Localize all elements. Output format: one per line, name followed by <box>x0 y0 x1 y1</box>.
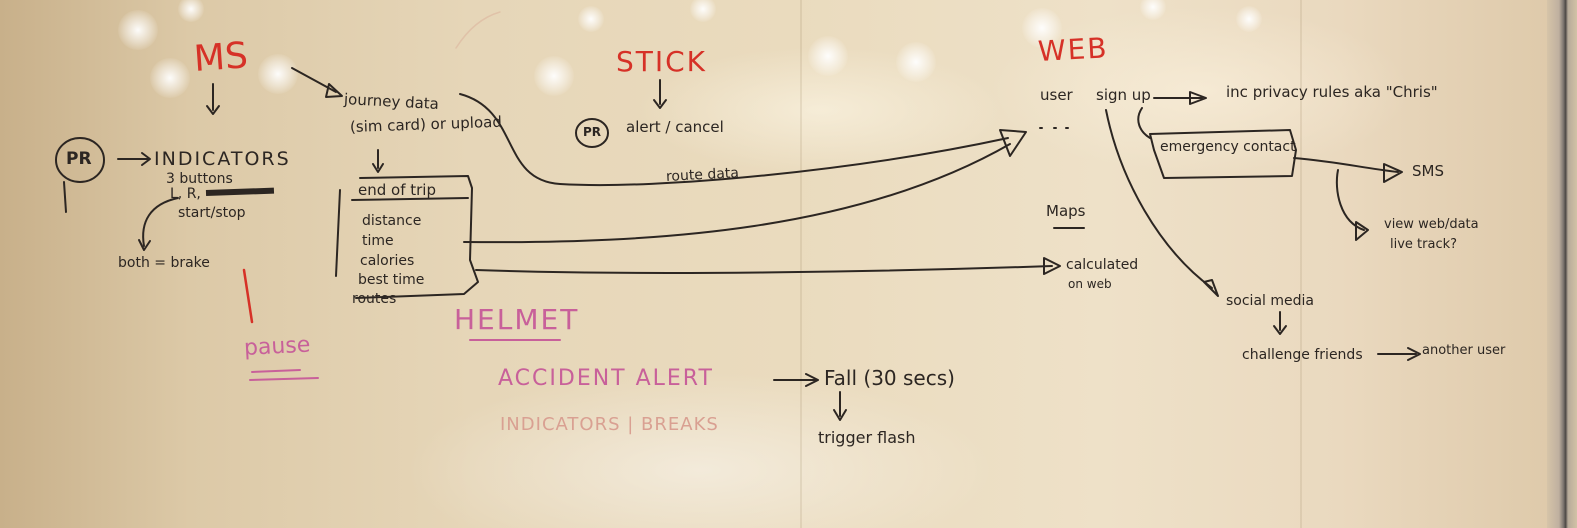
buttons-label: 3 buttons <box>166 171 233 187</box>
sign-up-label: sign up <box>1096 86 1151 104</box>
heading-stick: STICK <box>616 45 708 78</box>
ceiling-light-reflection <box>1140 0 1166 20</box>
stick-pr-label: PR <box>583 125 602 139</box>
photo-seam <box>1300 0 1302 528</box>
end-of-trip-bracket <box>335 189 341 277</box>
route-data-label: route data <box>665 165 740 185</box>
live-track-label: live track? <box>1390 237 1458 252</box>
end-of-trip-label: end of trip <box>358 181 436 199</box>
heading-helmet: HELMET <box>454 303 580 336</box>
sms-label: SMS <box>1412 162 1444 180</box>
accident-alert-label: ACCIDENT ALERT <box>498 366 714 391</box>
social-media-label: social media <box>1226 293 1314 309</box>
maps-label: Maps <box>1046 202 1086 220</box>
view-web-data-label: view web/data <box>1384 217 1479 232</box>
heading-web: WEB <box>1037 31 1110 68</box>
pr-tick <box>63 181 67 213</box>
arrow-ms-journey <box>291 67 337 93</box>
another-user-label: another user <box>1422 343 1506 358</box>
lr-label: L, R, <box>170 186 201 202</box>
ceiling-light-reflection <box>1022 8 1062 48</box>
route-data-line <box>459 93 1009 187</box>
ceiling-light-reflection <box>258 54 298 94</box>
ceiling-light-reflection <box>896 42 936 82</box>
stat-best-time: best time <box>358 272 425 288</box>
ceiling-light-reflection <box>150 58 190 98</box>
pause-underline <box>249 369 319 381</box>
challenge-friends-label: challenge friends <box>1242 347 1363 363</box>
red-divider <box>242 268 254 324</box>
trigger-flash-label: trigger flash <box>818 428 916 447</box>
ceiling-light-reflection <box>178 0 204 22</box>
alert-cancel-label: alert / cancel <box>626 118 724 136</box>
emergency-contact-box <box>1149 129 1297 179</box>
ceiling-light-reflection <box>1236 6 1262 32</box>
ceiling-light-reflection <box>690 0 716 22</box>
pr-label: PR <box>66 149 92 169</box>
arrow-user-social <box>1105 109 1213 289</box>
fall-label: Fall (30 secs) <box>824 366 955 390</box>
indicators-label: INDICATORS <box>154 148 291 170</box>
arrow-stats-web <box>463 143 1011 244</box>
end-of-trip-box <box>355 175 479 299</box>
faint-erased-mark <box>455 11 501 49</box>
stat-time: time <box>362 233 394 249</box>
stick-pr-circle <box>575 118 609 148</box>
ceiling-light-reflection <box>578 6 604 32</box>
stat-calories: calories <box>360 253 415 269</box>
both-brake-label: both = brake <box>118 255 210 271</box>
photo-seam <box>800 0 802 528</box>
whiteboard-frame <box>1547 0 1577 528</box>
arrow-stats-calculated <box>475 265 1053 274</box>
user-label: user <box>1040 86 1073 104</box>
privacy-label: inc privacy rules aka "Chris" <box>1226 83 1438 101</box>
stat-routes: routes <box>352 291 397 307</box>
ceiling-light-reflection <box>534 56 574 96</box>
arrow-to-brake <box>142 197 179 247</box>
ceiling-light-reflection <box>118 10 158 50</box>
stat-distance: distance <box>362 213 422 229</box>
on-web-label: on web <box>1068 277 1112 291</box>
arrow-ms-down-head <box>206 105 220 115</box>
start-stop-label: start/stop <box>178 205 246 221</box>
pause-label: pause <box>243 332 311 361</box>
pr-circle <box>55 137 105 183</box>
emergency-contact-label: emergency contact <box>1160 139 1296 155</box>
heading-ms: MS <box>192 35 250 80</box>
calculated-label: calculated <box>1066 257 1139 273</box>
indicators-breaks-label: INDICATORS | BREAKS <box>500 414 719 435</box>
ceiling-light-reflection <box>808 36 848 76</box>
